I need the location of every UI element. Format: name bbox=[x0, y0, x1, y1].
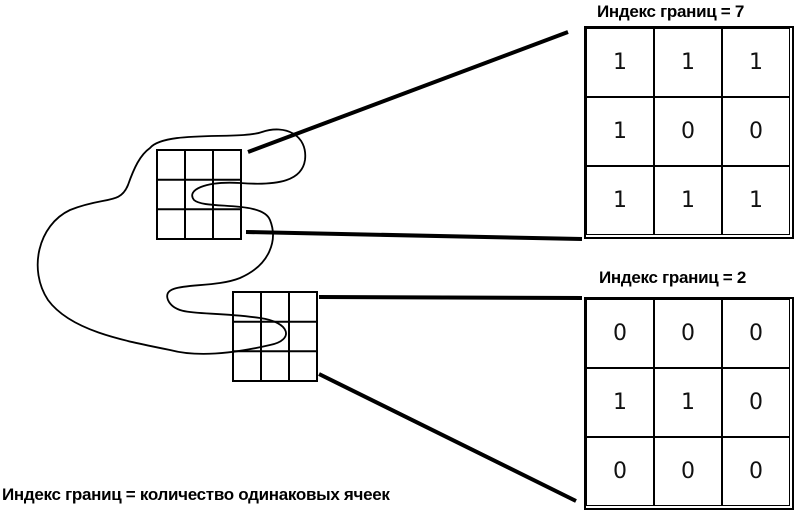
grid-cell: 0 bbox=[654, 97, 722, 166]
lower-boundary-index-label: Индекс границ = 2 bbox=[599, 268, 747, 287]
grid-cell: 0 bbox=[722, 437, 790, 506]
grid-cell: 1 bbox=[722, 166, 790, 235]
grid-cell: 0 bbox=[722, 368, 790, 437]
upper-boundary-index-label: Индекс границ = 7 bbox=[597, 2, 745, 21]
enlarged-grid-upper: 1 1 1 1 0 0 1 1 1 bbox=[584, 26, 794, 239]
grid-cell: 0 bbox=[586, 437, 654, 506]
grid-cell: 1 bbox=[654, 28, 722, 97]
grid-cell: 1 bbox=[586, 166, 654, 235]
grid-cell: 0 bbox=[722, 97, 790, 166]
grid-cell: 1 bbox=[722, 28, 790, 97]
connector-lines-upper bbox=[245, 30, 583, 241]
shape-outline bbox=[36, 128, 306, 355]
grid-cell: 1 bbox=[654, 166, 722, 235]
grid-cell: 1 bbox=[586, 97, 654, 166]
grid-cell: 1 bbox=[586, 28, 654, 97]
grid-cell: 0 bbox=[586, 299, 654, 368]
small-grid-lower bbox=[232, 291, 318, 382]
grid-cell: 0 bbox=[654, 437, 722, 506]
small-grid-upper bbox=[156, 149, 242, 240]
grid-cell: 0 bbox=[654, 299, 722, 368]
formula-caption: Индекс границ = количество одинаковых яч… bbox=[2, 485, 390, 504]
connector-lines-lower bbox=[318, 295, 583, 503]
grid-cell: 1 bbox=[586, 368, 654, 437]
enlarged-grid-lower: 0 0 0 1 1 0 0 0 0 bbox=[584, 297, 794, 510]
grid-cell: 1 bbox=[654, 368, 722, 437]
grid-cell: 0 bbox=[722, 299, 790, 368]
